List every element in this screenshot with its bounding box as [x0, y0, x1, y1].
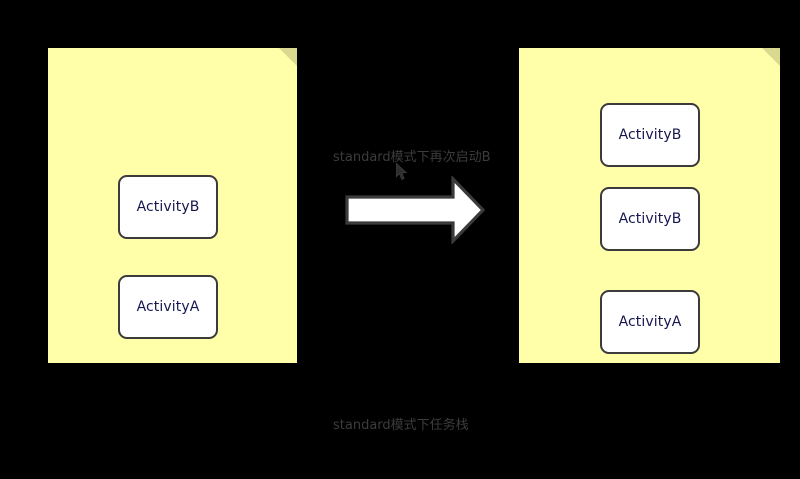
transition-arrow: [345, 175, 486, 245]
page-fold-corner-icon: [279, 48, 297, 66]
activity-box: ActivityA: [600, 290, 700, 354]
activity-box-label: ActivityB: [618, 211, 682, 227]
activity-box: ActivityB: [600, 103, 700, 167]
activity-box: ActivityA: [118, 275, 218, 339]
caption-relaunch-b: standard模式下再次启动B: [333, 150, 491, 165]
arrow-right-icon: [345, 175, 486, 245]
task-stack-note-after: ActivityB ActivityB ActivityA: [519, 48, 780, 363]
activity-box-label: ActivityA: [618, 314, 682, 330]
activity-box-label: ActivityB: [136, 199, 200, 215]
page-fold-corner-icon: [762, 48, 780, 66]
activity-box: ActivityB: [118, 175, 218, 239]
activity-box-label: ActivityA: [136, 299, 200, 315]
caption-standard-task-stack: standard模式下任务栈: [333, 418, 469, 433]
activity-box-label: ActivityB: [618, 127, 682, 143]
mouse-cursor-icon: [395, 162, 408, 181]
task-stack-note-before: ActivityB ActivityA: [48, 48, 297, 363]
activity-box: ActivityB: [600, 187, 700, 251]
